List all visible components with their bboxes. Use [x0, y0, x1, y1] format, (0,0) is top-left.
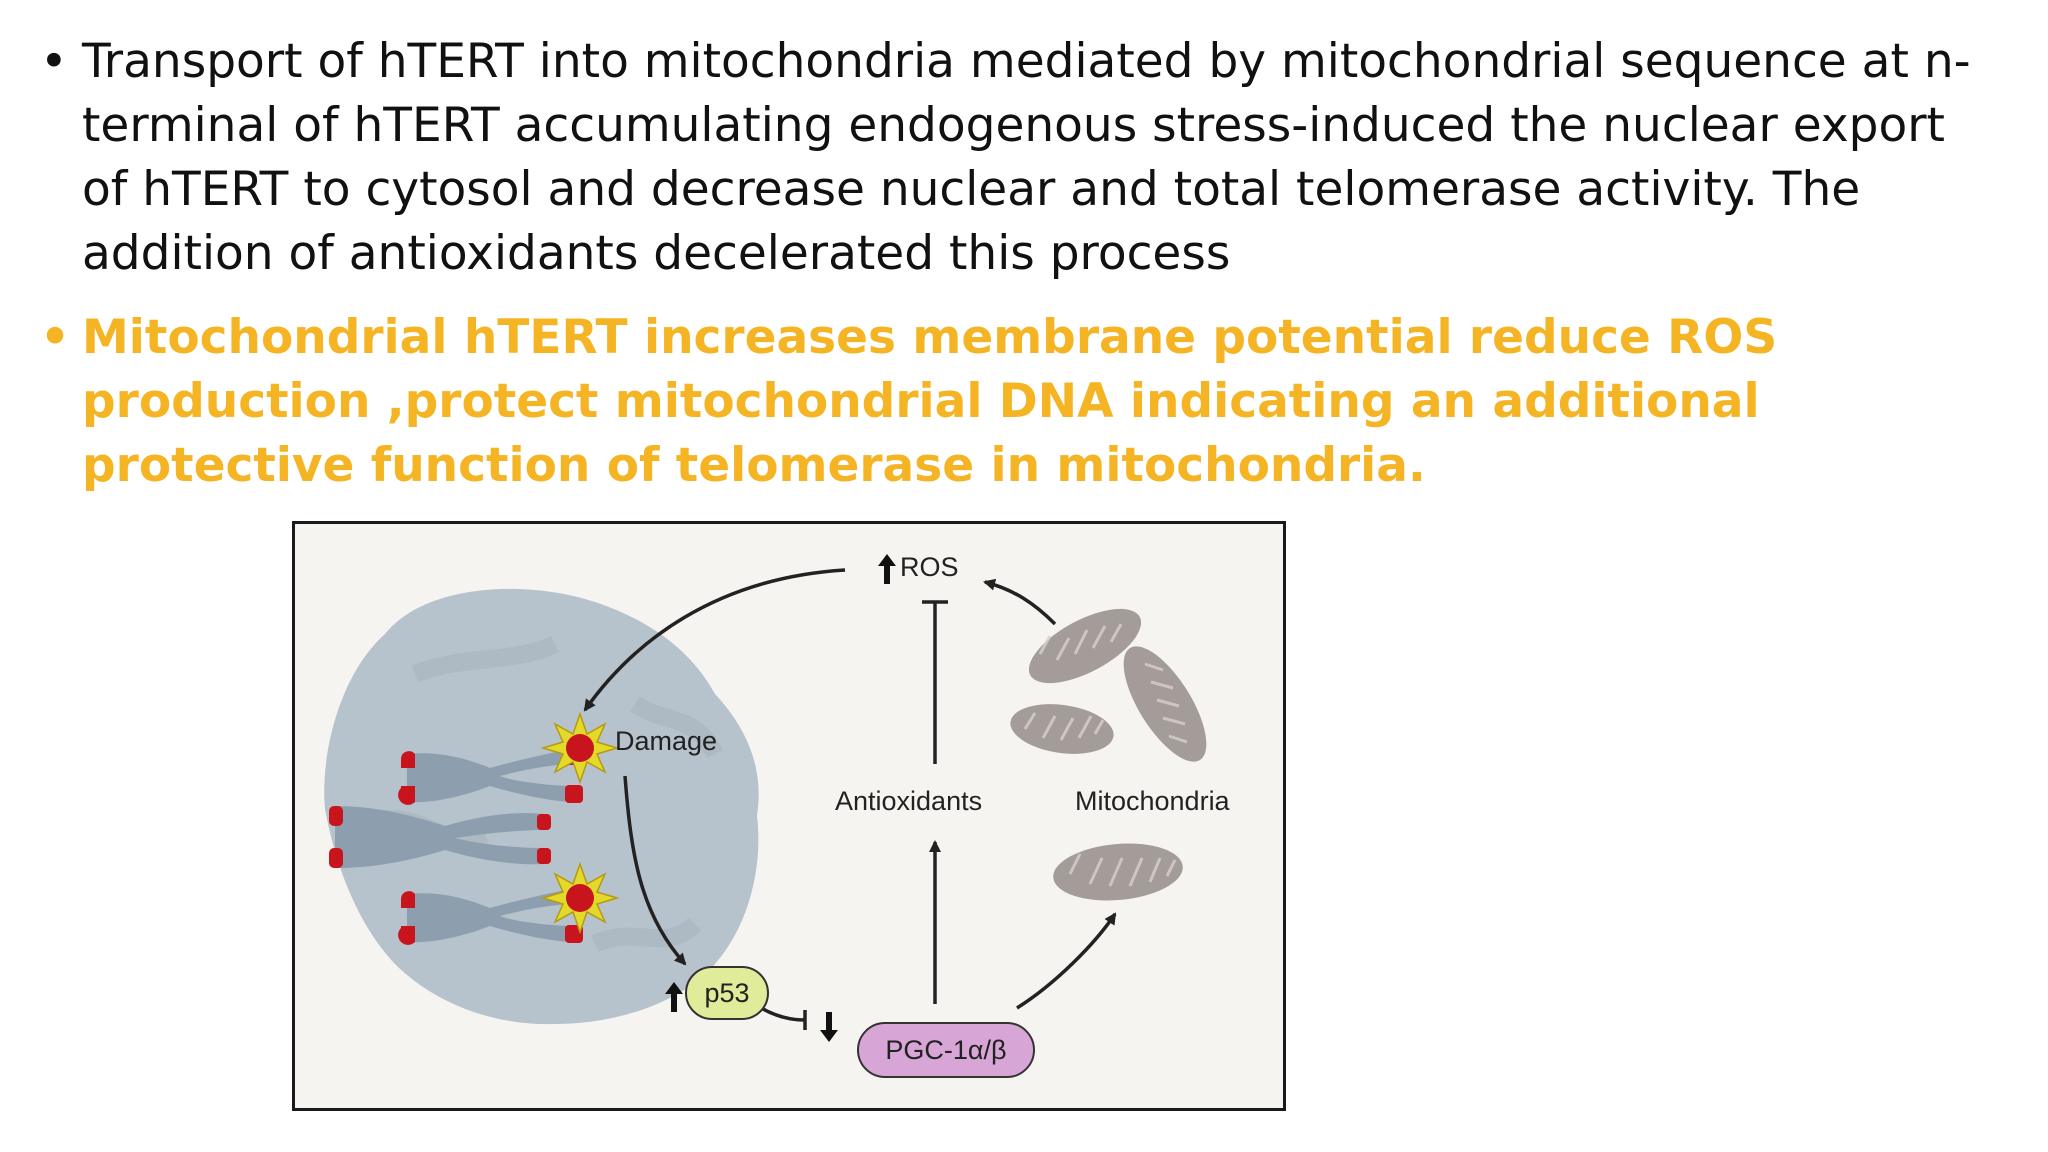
- p53-label: p53: [704, 977, 750, 1008]
- bullet-mito-htert-text: Mitochondrial hTERT increases membrane p…: [82, 310, 1778, 493]
- pgc-label: PGC-1α/β: [885, 1034, 1007, 1065]
- chromosome-1: [398, 747, 583, 805]
- damage-star-1: [540, 711, 620, 785]
- bullet-transport: • Transport of hTERT into mitochondria m…: [40, 30, 1980, 286]
- down-arrow-pgc: [820, 1012, 838, 1042]
- inhibit-p53-to-pgc: [760, 1006, 807, 1030]
- bullet-list: • Transport of hTERT into mitochondria m…: [40, 30, 1980, 498]
- antioxidants-label: Antioxidants: [835, 786, 983, 816]
- arrow-mito-to-ros: [983, 578, 1057, 626]
- arrow-ros-to-damage: [583, 568, 846, 712]
- chromosome-3: [398, 888, 583, 945]
- inhibit-antioxidants-to-ros: [922, 600, 948, 764]
- pathway-diagram: ROS Damage Antioxidants Mitochondria p53…: [292, 521, 1286, 1111]
- bullet-mito-htert: • Mitochondrial hTERT increases membrane…: [40, 306, 1980, 498]
- ros-label: ROS: [900, 552, 959, 582]
- bullet-marker: •: [40, 34, 68, 89]
- damage-star-2: [540, 861, 620, 935]
- bullet-marker: •: [40, 310, 71, 365]
- up-arrow-ros: [878, 554, 896, 584]
- damage-label: Damage: [615, 726, 718, 756]
- bullet-transport-text: Transport of hTERT into mitochondria med…: [82, 34, 1971, 281]
- mitochondria-group: [1010, 608, 1207, 901]
- arrow-damage-to-p53: [623, 775, 687, 966]
- up-arrow-p53: [665, 982, 683, 1012]
- mitochondria-label: Mitochondria: [1075, 786, 1230, 816]
- chromosome-2: [329, 806, 551, 868]
- arrow-pgc-to-mitochondria: [1016, 912, 1117, 1010]
- pathway-graphics: [324, 554, 1207, 1042]
- pgc-node: PGC-1α/β: [857, 1022, 1035, 1078]
- p53-node: p53: [685, 966, 769, 1020]
